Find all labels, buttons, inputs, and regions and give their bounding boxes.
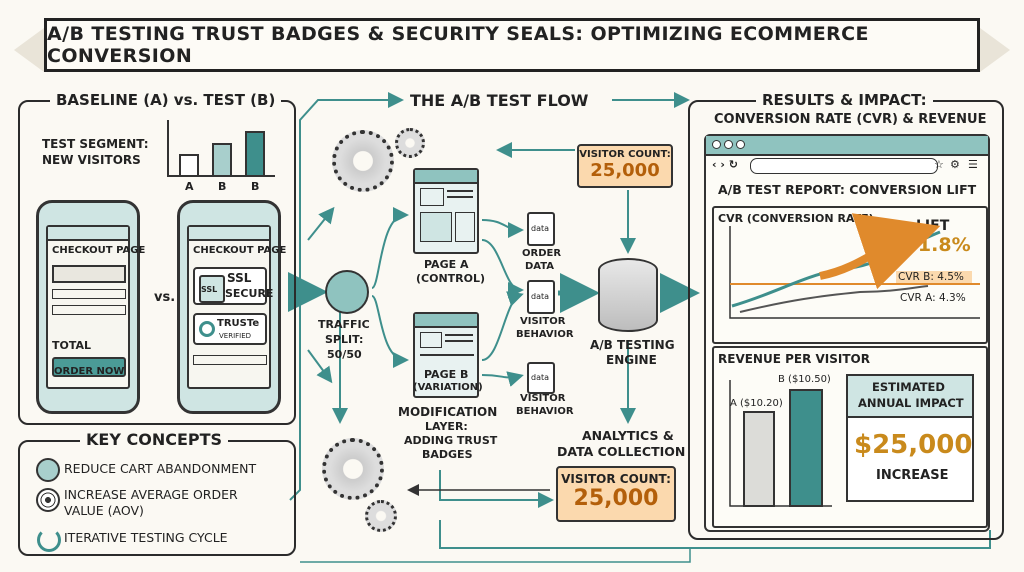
phone-a-screen: CHECKOUT PAGE TOTAL ORDER NOW	[46, 225, 145, 389]
phone-b: CHECKOUT PAGE SSL SSL SECURE TRUSTe VERI…	[177, 200, 286, 414]
title-banner: A/B TESTING TRUST BADGES & SECURITY SEAL…	[44, 18, 980, 72]
mini-bar-a	[179, 154, 199, 177]
visitor-behavior-2a: VISITOR	[520, 393, 566, 404]
revenue-chart-panel	[712, 346, 988, 528]
gear-icon-top-small	[395, 128, 425, 158]
concept-item-2b: VALUE (AOV)	[64, 503, 144, 518]
truste-icon	[199, 321, 215, 337]
ssl-badge: SSL SSL SECURE	[193, 267, 273, 305]
mini-tick-a: A	[185, 180, 194, 193]
browser-titlebar	[706, 136, 988, 156]
page-a-sub: (CONTROL)	[416, 272, 486, 285]
banner-fold-right	[980, 28, 1010, 72]
flow-heading: THE A/B TEST FLOW	[404, 91, 595, 110]
modification-2: LAYER:	[425, 420, 468, 433]
impact-sub: INCREASE	[876, 468, 949, 483]
modification-4: BADGES	[422, 448, 473, 461]
key-concepts-heading: KEY CONCEPTS	[80, 430, 229, 449]
page-b-title: PAGE B	[424, 368, 469, 381]
phone-a-header: CHECKOUT PAGE	[52, 245, 146, 256]
rev-a-label: A ($10.20)	[730, 398, 783, 409]
analytics-label-1: ANALYTICS &	[582, 428, 674, 443]
visitor-behavior-1b: BEHAVIOR	[516, 329, 574, 340]
concept-item-2: INCREASE AVERAGE ORDER	[64, 487, 238, 502]
page-b-card	[413, 312, 479, 398]
results-heading-2: CONVERSION RATE (CVR) & REVENUE	[714, 112, 987, 127]
database-icon	[598, 258, 658, 332]
concept-item-1: REDUCE CART ABANDONMENT	[64, 461, 257, 476]
data-file-icon-3: data	[527, 362, 555, 394]
phone-a: CHECKOUT PAGE TOTAL ORDER NOW	[36, 200, 145, 414]
cycle-icon	[37, 528, 61, 552]
page-title: A/B TESTING TRUST BADGES & SECURITY SEAL…	[47, 23, 869, 67]
phone-b-header: CHECKOUT PAGE	[193, 245, 287, 256]
rev-bar-b	[789, 389, 823, 507]
segment-label: TEST SEGMENT:	[42, 137, 149, 151]
data-file-icon-1: data	[527, 212, 555, 246]
phone-a-total: TOTAL	[52, 339, 92, 352]
phone-a-field-2	[52, 289, 126, 299]
concept-item-3: ITERATIVE TESTING CYCLE	[64, 530, 228, 545]
lock-icon-label: SSL	[201, 285, 218, 294]
mini-bar-b2	[245, 131, 265, 177]
mini-tick-b1: B	[218, 180, 227, 193]
traffic-label-3: 50/50	[327, 348, 362, 361]
traffic-label-2: SPLIT:	[325, 333, 364, 346]
visitor-count-bottom: VISITOR COUNT: 25,000	[556, 466, 676, 522]
lift-arrow	[819, 213, 941, 290]
engine-label-1: A/B TESTING	[590, 338, 675, 352]
mini-tick-b2: B	[251, 180, 260, 193]
cvr-a-label: CVR A: 4.3%	[900, 292, 966, 304]
phone-a-field-1	[52, 265, 126, 283]
modification-3: ADDING TRUST	[404, 434, 498, 447]
gear-icon-bottom-small	[365, 500, 397, 532]
vs-label: vs.	[154, 290, 176, 305]
rev-b-label: B ($10.50)	[778, 374, 831, 385]
data-file-icon-2: data	[527, 280, 555, 314]
order-data-1: ORDER	[522, 248, 562, 259]
traffic-icon	[325, 270, 369, 314]
traffic-label-1: TRAFFIC	[318, 318, 370, 331]
engine-label-2: ENGINE	[606, 353, 657, 367]
phone-a-order-button[interactable]: ORDER NOW	[52, 357, 126, 377]
results-heading-1: RESULTS & IMPACT:	[756, 91, 933, 109]
segment-value: NEW VISITORS	[42, 153, 141, 167]
phone-b-screen: CHECKOUT PAGE SSL SSL SECURE TRUSTe VERI…	[187, 225, 286, 389]
menu-icon[interactable]: ☰	[968, 158, 978, 171]
gear-icon-bottom	[322, 438, 384, 500]
analytics-label-2: DATA COLLECTION	[557, 444, 686, 459]
cvr-chart-panel	[712, 206, 988, 344]
visitor-count-top: VISITOR COUNT: 25,000	[577, 144, 673, 188]
rev-bar-a	[743, 411, 775, 507]
revenue-title: REVENUE PER VISITOR	[718, 352, 870, 366]
impact-value: $25,000	[854, 430, 973, 460]
baseline-heading: BASELINE (A) vs. TEST (B)	[50, 91, 282, 109]
mini-bar-b1	[212, 143, 232, 177]
cvr-line-a	[739, 285, 929, 313]
visitor-behavior-2b: BEHAVIOR	[516, 406, 574, 417]
visitor-behavior-1a: VISITOR	[520, 316, 566, 327]
modification-1: MODIFICATION	[398, 405, 498, 419]
gear-icon-browser[interactable]: ⚙	[950, 158, 960, 171]
star-icon[interactable]: ☆	[934, 158, 944, 171]
truste-badge: TRUSTe VERIFIED	[193, 313, 267, 345]
page-b-sub: (VARIATION)	[413, 382, 483, 393]
person-icon	[36, 458, 60, 482]
target-icon	[36, 488, 60, 512]
cvr-chart-title: CVR (CONVERSION RATE)	[718, 212, 874, 225]
phone-a-field-3	[52, 305, 126, 315]
page-a-title: PAGE A	[424, 258, 469, 271]
browser-addressbar[interactable]	[750, 158, 938, 174]
gear-icon-top	[332, 130, 394, 192]
report-title: A/B TEST REPORT: CONVERSION LIFT	[718, 182, 977, 197]
page-a-card	[413, 168, 479, 254]
impact-box: ESTIMATED ANNUAL IMPACT $25,000 INCREASE	[846, 374, 974, 502]
back-forward-icon[interactable]: ‹ › ↻	[712, 158, 738, 171]
order-data-2: DATA	[525, 261, 555, 272]
banner-fold-left	[14, 28, 44, 72]
